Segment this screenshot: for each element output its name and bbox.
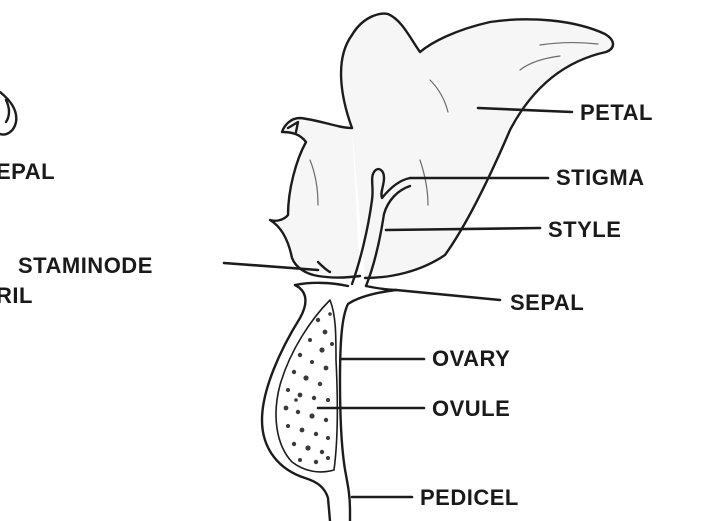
leader-sepal	[396, 290, 500, 300]
pedicel-label: PEDICEL	[420, 485, 519, 510]
sepal-label: SEPAL	[510, 290, 584, 315]
staminode-lobe	[270, 118, 360, 278]
style-label: STYLE	[548, 217, 621, 242]
petal-label: PETAL	[580, 100, 653, 125]
left-sepal-partial-label: EPAL	[0, 159, 55, 184]
left-tendril-partial-label: RIL	[0, 283, 33, 308]
staminode-label: STAMINODE	[18, 253, 153, 278]
stigma-label: STIGMA	[556, 165, 645, 190]
ovule-label: OVULE	[432, 396, 510, 421]
ovary	[262, 283, 396, 521]
ovary-label: OVARY	[432, 346, 510, 371]
